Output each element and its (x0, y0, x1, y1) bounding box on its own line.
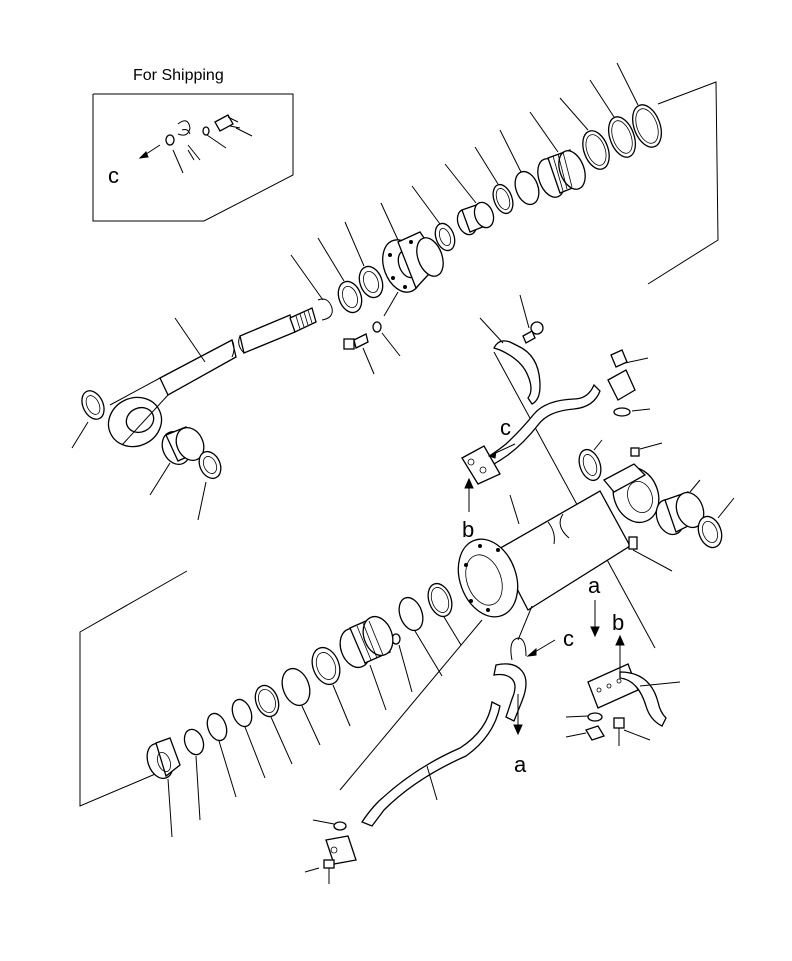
head-ring-3 (499, 129, 540, 206)
lower-group-frame (79, 570, 188, 807)
tube-eye-bushing (655, 479, 705, 536)
head-ring-2 (474, 146, 514, 215)
clamp-bolt-upper (519, 294, 544, 344)
shipping-bolt (214, 114, 241, 132)
clamp-guide-line (493, 351, 656, 649)
hose-lower (361, 663, 527, 827)
lower-ring-d (281, 667, 321, 746)
piston-upper (529, 111, 586, 198)
lower-pin (391, 633, 413, 693)
hose-lower-bolt (304, 859, 335, 884)
cylinder-head (380, 202, 444, 317)
o-ring-upper (613, 407, 631, 417)
shipping-washer (202, 126, 210, 136)
head-bushing (444, 163, 495, 236)
tube-bottom-eye (602, 463, 660, 524)
hose-flange-upper (607, 349, 649, 401)
hose-lower-letter-a: a (514, 752, 527, 777)
for-shipping-box: For Shipping c (92, 67, 294, 222)
lower-ring-f (231, 698, 266, 779)
u-bolt-letter-c: c (563, 626, 574, 651)
cylinder-tube (457, 490, 631, 618)
piston-ring-3 (616, 62, 662, 148)
head-washer (372, 321, 401, 357)
rod-ring-1 (317, 237, 363, 314)
rod-eye-dust-seal-right (197, 450, 222, 521)
shipping-clip (177, 120, 191, 136)
lower-ring-c (311, 646, 351, 727)
lower-ring-e (254, 684, 293, 765)
shipping-box-title: For Shipping (133, 67, 224, 84)
bracket-letter-b: b (612, 610, 624, 635)
head-ring-1 (411, 185, 456, 252)
lower-ring-h (183, 728, 205, 821)
grease-fitting-top (630, 442, 663, 457)
u-bolt (510, 605, 533, 661)
rod-eye-dust-seal-left (71, 390, 105, 449)
lower-ring-b (398, 596, 443, 677)
piston-ring-1 (559, 97, 610, 170)
lower-piston (339, 615, 394, 711)
grease-fitting-bottom (628, 536, 673, 572)
rod-ring-2 (344, 221, 384, 299)
rod-eye-bushing (149, 426, 205, 496)
hose-upper (475, 383, 601, 472)
hose-lower-flange (325, 835, 357, 865)
tube-eye-seal-right (697, 497, 735, 549)
shipping-ring (165, 134, 175, 146)
lower-ring-g (206, 712, 237, 798)
tube-eye-seal-left (578, 439, 603, 482)
rod-snap-ring (290, 254, 333, 321)
bracket-washer (565, 712, 603, 722)
head-bolt (343, 333, 375, 375)
lower-ring-a (427, 582, 462, 646)
hose-fitting-letter-c: c (500, 415, 511, 440)
o-ring-lower (333, 821, 347, 831)
upper-group-frame (647, 81, 719, 285)
tube-to-lower-hose-line (339, 619, 483, 791)
shipping-arrow-letter-c: c (108, 163, 119, 188)
lower-nut (146, 737, 181, 838)
bracket-letter-a: a (588, 573, 601, 598)
bracket-nut (565, 725, 605, 741)
hose-fitting-letter-b: b (462, 517, 474, 542)
bracket-bolt (613, 717, 651, 746)
piston-ring-2 (589, 79, 637, 158)
piston-rod-assembly (107, 307, 317, 448)
pipe-clamp-lower (619, 671, 681, 727)
bracket-lower (587, 663, 639, 709)
pipe-clamp-upper (479, 317, 541, 405)
hose-fitting-left (461, 445, 501, 485)
